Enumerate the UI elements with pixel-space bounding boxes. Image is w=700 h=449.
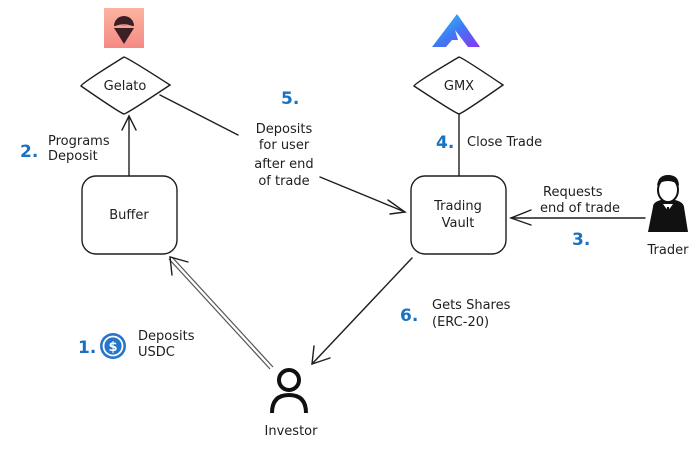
gmx-node[interactable]: GMX [413,56,505,115]
step-5-line1: Deposits [256,122,313,137]
step-3-annotation: Requests end of trade 3. [540,185,620,250]
step-6-number: 6. [400,306,418,326]
step-4-line1: Close Trade [467,135,542,150]
vault-label-line1: Trading [433,199,482,214]
edge-gelato-to-vault [159,94,407,215]
edge-trader-to-vault [509,209,646,226]
buffer-label: Buffer [109,208,149,223]
usdc-coin-icon: $ [100,333,126,359]
step-6-annotation: 6. Gets Shares (ERC-20) [400,298,511,330]
step-4-number: 4. [436,133,454,153]
businessman-icon [648,175,688,232]
edge-buffer-to-gelato [121,114,137,177]
trader-label: Trader [647,243,690,258]
step-2-line2: Deposit [48,149,98,164]
step-5-line3: after end [254,157,313,172]
investor-label: Investor [265,424,319,439]
step-1-number: 1. [78,338,96,358]
step-6-line2: (ERC-20) [432,315,489,330]
person-outline-icon [270,368,308,414]
step-3-number: 3. [572,230,590,250]
step-5-number: 5. [281,89,299,109]
gelato-label: Gelato [104,79,147,94]
edge-vault-to-investor [311,257,413,366]
step-5-annotation: 5. Deposits for user after end of trade [254,89,313,189]
step-1-line1: Deposits [138,329,195,344]
buffer-node[interactable]: Buffer [81,175,178,255]
investor-node[interactable]: Investor [265,368,319,439]
trader-node[interactable]: Trader [647,175,690,258]
step-2-line1: Programs [48,134,110,149]
gelato-node[interactable]: Gelato [80,56,172,115]
gmx-logo [432,14,480,47]
gelato-logo [104,8,144,48]
step-5-line2: for user [259,138,310,153]
step-4-annotation: 4. Close Trade [436,133,542,153]
vault-label-line2: Vault [442,216,475,231]
svg-text:$: $ [108,340,117,355]
step-3-line1: Requests [543,185,603,200]
step-6-line1: Gets Shares [432,298,511,313]
step-1-annotation: 1. $ Deposits USDC [78,329,195,360]
trading-vault-node[interactable]: Trading Vault [410,175,507,255]
step-2-number: 2. [20,142,38,162]
edge-investor-to-buffer [168,256,274,370]
step-3-line2: end of trade [540,201,620,216]
gmx-label: GMX [444,79,474,94]
step-2-annotation: 2. Programs Deposit [20,134,110,164]
step-1-line2: USDC [138,345,175,360]
step-5-line4: of trade [258,174,309,189]
